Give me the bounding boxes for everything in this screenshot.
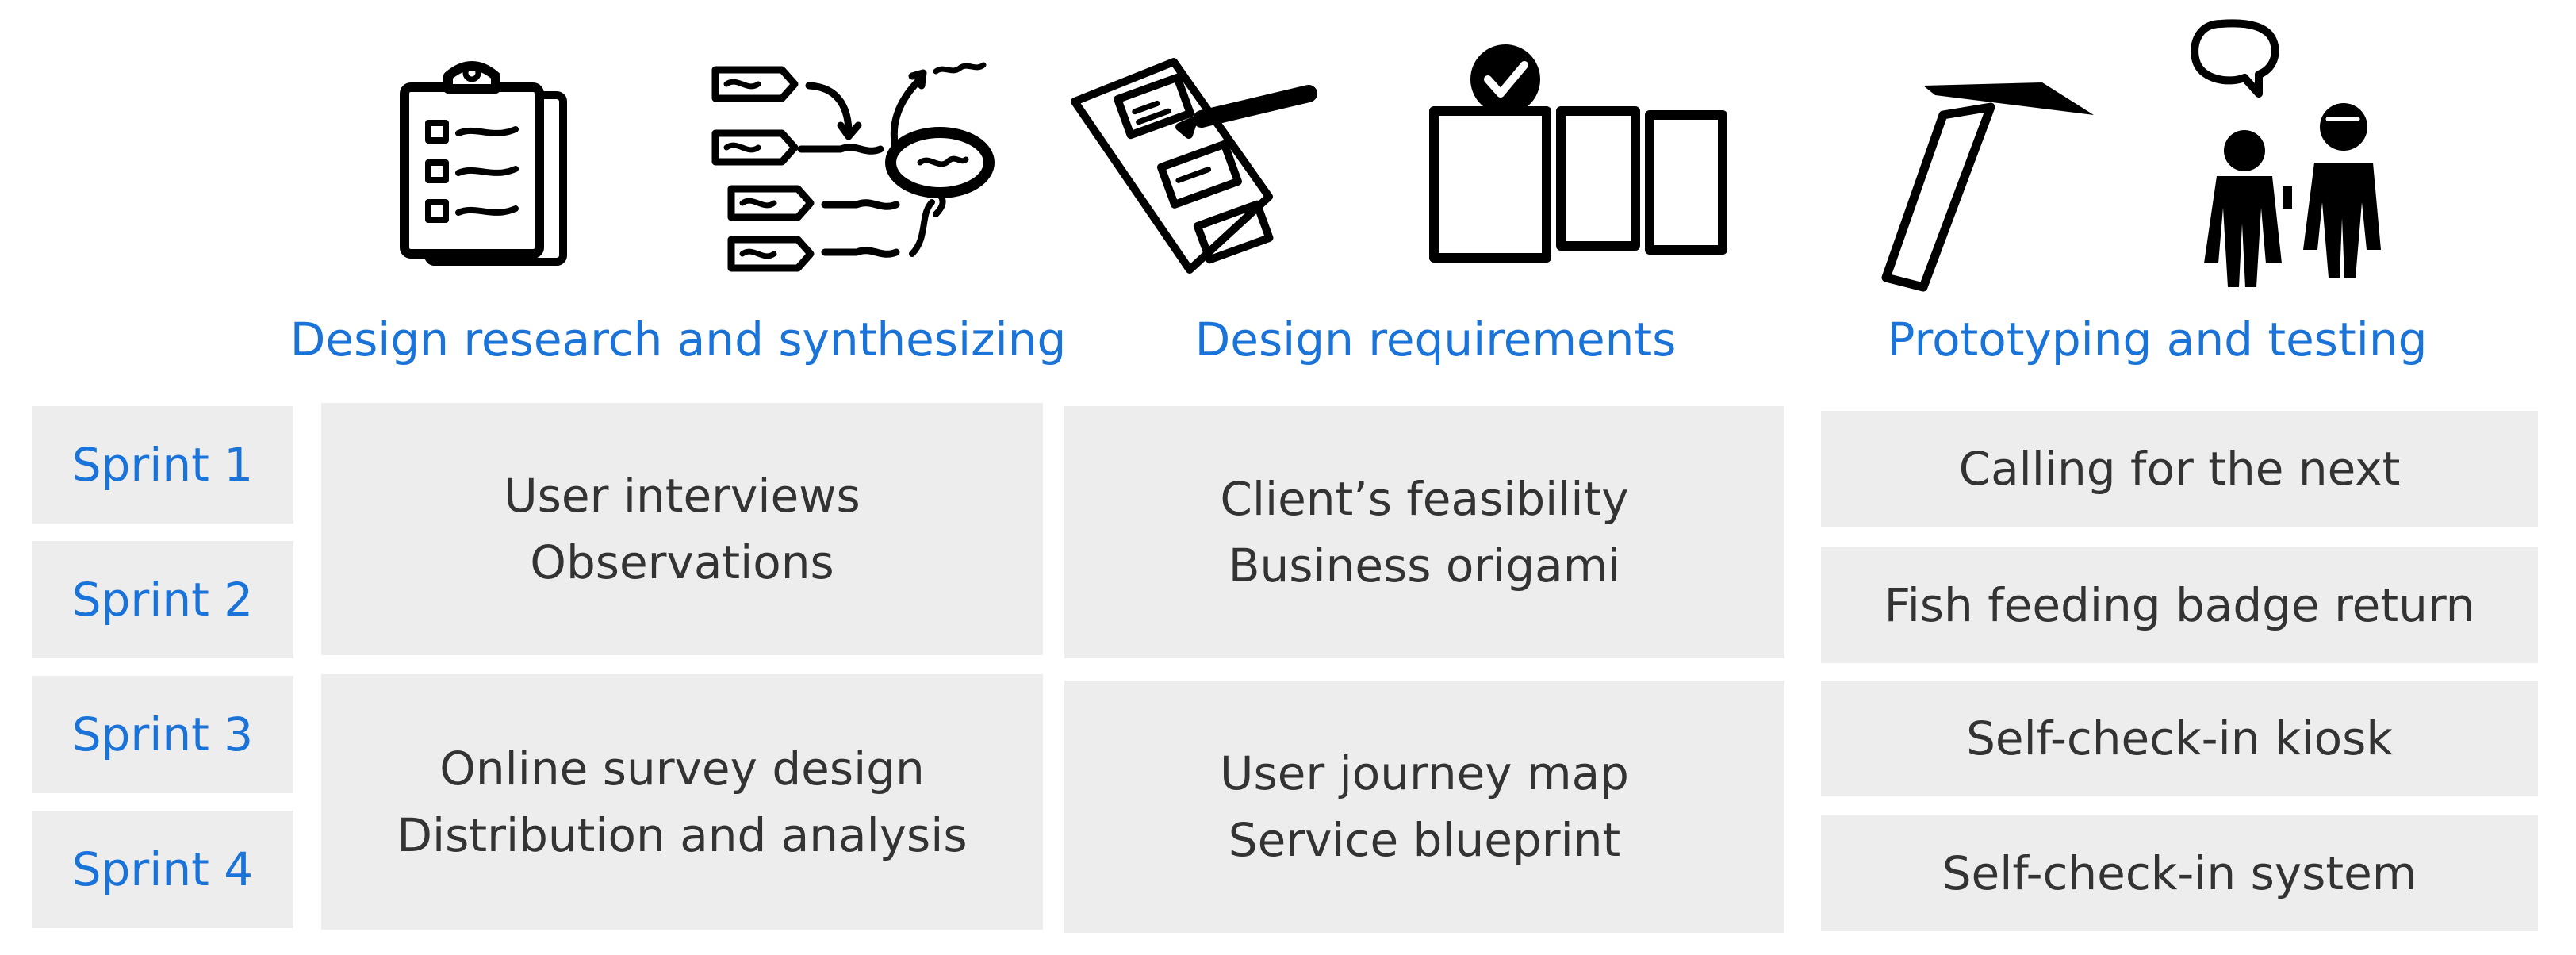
illustrations [400, 19, 2381, 292]
research-item: User interviews [504, 469, 861, 523]
column-title-prototyping: Prototyping and testing [1887, 313, 2428, 366]
affinity-synthesis-icon [711, 62, 995, 272]
requirements-item: Service blueprint [1228, 813, 1621, 867]
prototype-sprint-2: Fish feeding badge return [1821, 547, 2538, 663]
requirements-item: Client’s feasibility [1220, 472, 1629, 526]
column-title-requirements: Design requirements [1194, 313, 1677, 366]
requirements-block-sprints-1-2: Client’s feasibility Business origami [1064, 406, 1784, 658]
selected-cards-icon [1429, 44, 1727, 263]
requirements-block-sprints-3-4: User journey map Service blueprint [1064, 681, 1784, 933]
column-title-research: Design research and synthesizing [289, 313, 1067, 366]
research-item: Online survey design [439, 742, 925, 796]
sprint-label-1: Sprint 1 [32, 406, 293, 524]
blueprint-document-icon [1071, 58, 1317, 274]
sprint-label-4: Sprint 4 [32, 811, 293, 928]
sprint-label-3: Sprint 3 [32, 676, 293, 793]
clipboard-checklist-icon [400, 61, 567, 266]
research-block-sprints-3-4: Online survey design Distribution and an… [321, 674, 1043, 930]
requirements-item: Business origami [1228, 539, 1621, 593]
research-item: Distribution and analysis [397, 808, 968, 862]
research-item: Observations [530, 535, 834, 589]
prototype-sprint-1: Calling for the next [1821, 411, 2538, 527]
prototype-sprint-4: Self-check-in system [1821, 815, 2538, 931]
research-block-sprints-1-2: User interviews Observations [321, 403, 1043, 655]
sprint-label-2: Sprint 2 [32, 541, 293, 658]
people-talking-icon [2191, 19, 2381, 287]
prototype-sprint-3: Self-check-in kiosk [1821, 681, 2538, 796]
hammer-icon [1881, 82, 2094, 292]
requirements-item: User journey map [1220, 746, 1629, 800]
